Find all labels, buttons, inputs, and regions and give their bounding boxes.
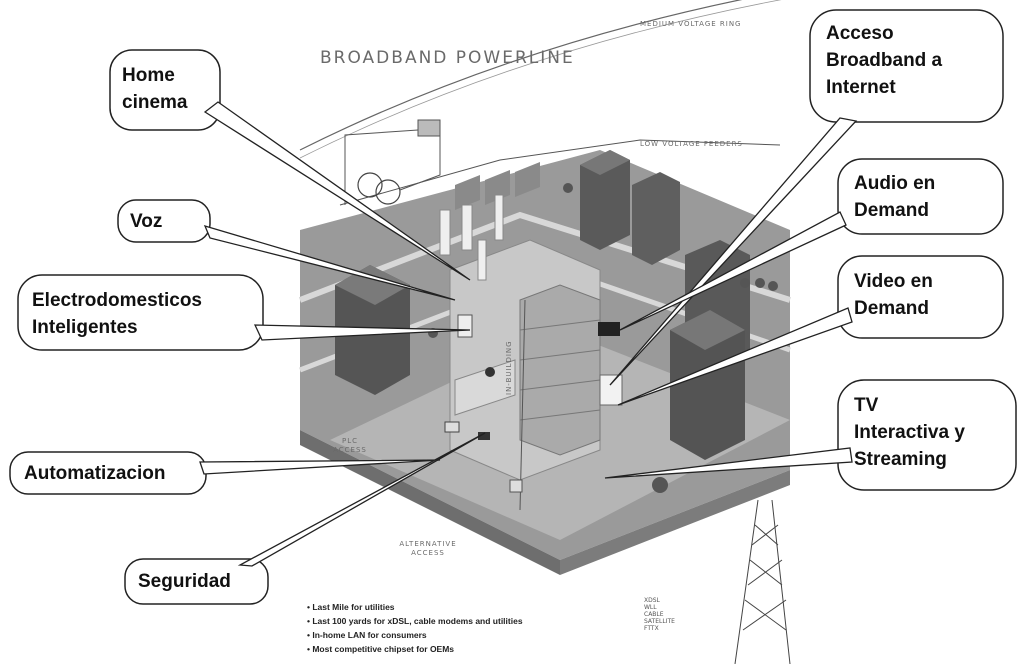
pointer-audio: [619, 211, 847, 331]
pointer-acceso: [609, 117, 858, 386]
callout-acceso: Acceso Broadband a Internet: [826, 23, 943, 98]
callout-seguridad: Seguridad: [138, 571, 231, 592]
low-voltage-label: Low Voltage Feeders: [640, 140, 743, 148]
bubble-home-cinema: [109, 49, 221, 131]
ground-edge-left: [300, 430, 560, 575]
tower-right-2: [670, 310, 745, 460]
bullet-item: Last 100 yards for xDSL, cable modems an…: [307, 614, 522, 628]
transformer-ring-2: [375, 179, 401, 205]
white-columns: [439, 194, 504, 281]
callout-automatizacion: Automatizacion: [24, 463, 166, 484]
pointer-automatizacion: [199, 459, 441, 475]
feeder-wire-a: [344, 129, 419, 205]
medium-voltage-label: Medium Voltage Ring: [640, 20, 742, 28]
tower-back-2: [632, 172, 680, 265]
bullet-item: Most competitive chipset for OEMs: [307, 642, 523, 656]
pointer-home-cinema: [203, 101, 471, 281]
callout-voz: Voz: [130, 211, 163, 232]
pointer-tv: [604, 447, 853, 479]
callout-pointers: [199, 101, 858, 567]
callout-home-cinema: Home cinema: [122, 65, 188, 113]
callout-audio: Audio en Demand: [854, 173, 936, 221]
ground-edge-right: [560, 470, 790, 575]
bullet-item: Last Mile for utilities: [307, 600, 523, 614]
bubble-voz: [117, 199, 211, 243]
bubble-acceso: [809, 9, 1004, 123]
devices: [444, 314, 623, 493]
medium-voltage-line: [299, 0, 743, 151]
callout-video: Video en Demand: [854, 271, 933, 319]
bubble-tv: [837, 379, 1017, 491]
transmission-tower: [734, 499, 791, 664]
pointer-voz: [203, 224, 456, 301]
central-building: [449, 239, 601, 511]
bubble-audio: [837, 158, 1004, 235]
pointer-electrodomesticos: [253, 324, 471, 341]
bubble-video: [837, 255, 1004, 339]
callout-bubbles: [9, 9, 1017, 605]
houses-row: [455, 162, 540, 210]
callout-tv: TV Interactiva y Streaming: [854, 395, 965, 470]
pointer-seguridad: [237, 432, 486, 567]
transformer-ring-1: [357, 172, 383, 198]
bubble-seguridad: [124, 558, 269, 605]
pointer-video: [617, 307, 853, 406]
substation-box: [417, 119, 441, 137]
feature-bullets: Last Mile for utilities Last 100 yards f…: [307, 600, 523, 656]
feeder-wire-b: [399, 130, 441, 191]
bullet-item: In-home LAN for consumers: [307, 628, 523, 642]
plc-access-label: PLC Access: [333, 437, 367, 454]
callout-electrodomesticos: Electrodomesticos Inteligentes: [32, 290, 202, 338]
medium-voltage-line-2: [299, 0, 782, 159]
tower-back-1: [580, 150, 630, 250]
access-types-list: xDSL WLL Cable Satellite FTTx: [644, 597, 675, 632]
bubble-electrodomesticos: [17, 274, 264, 351]
in-building-label: In-Building: [505, 340, 513, 395]
diagram-title: Broadband Powerline: [320, 48, 575, 68]
alternative-access-label: Alternative Access: [399, 540, 457, 557]
